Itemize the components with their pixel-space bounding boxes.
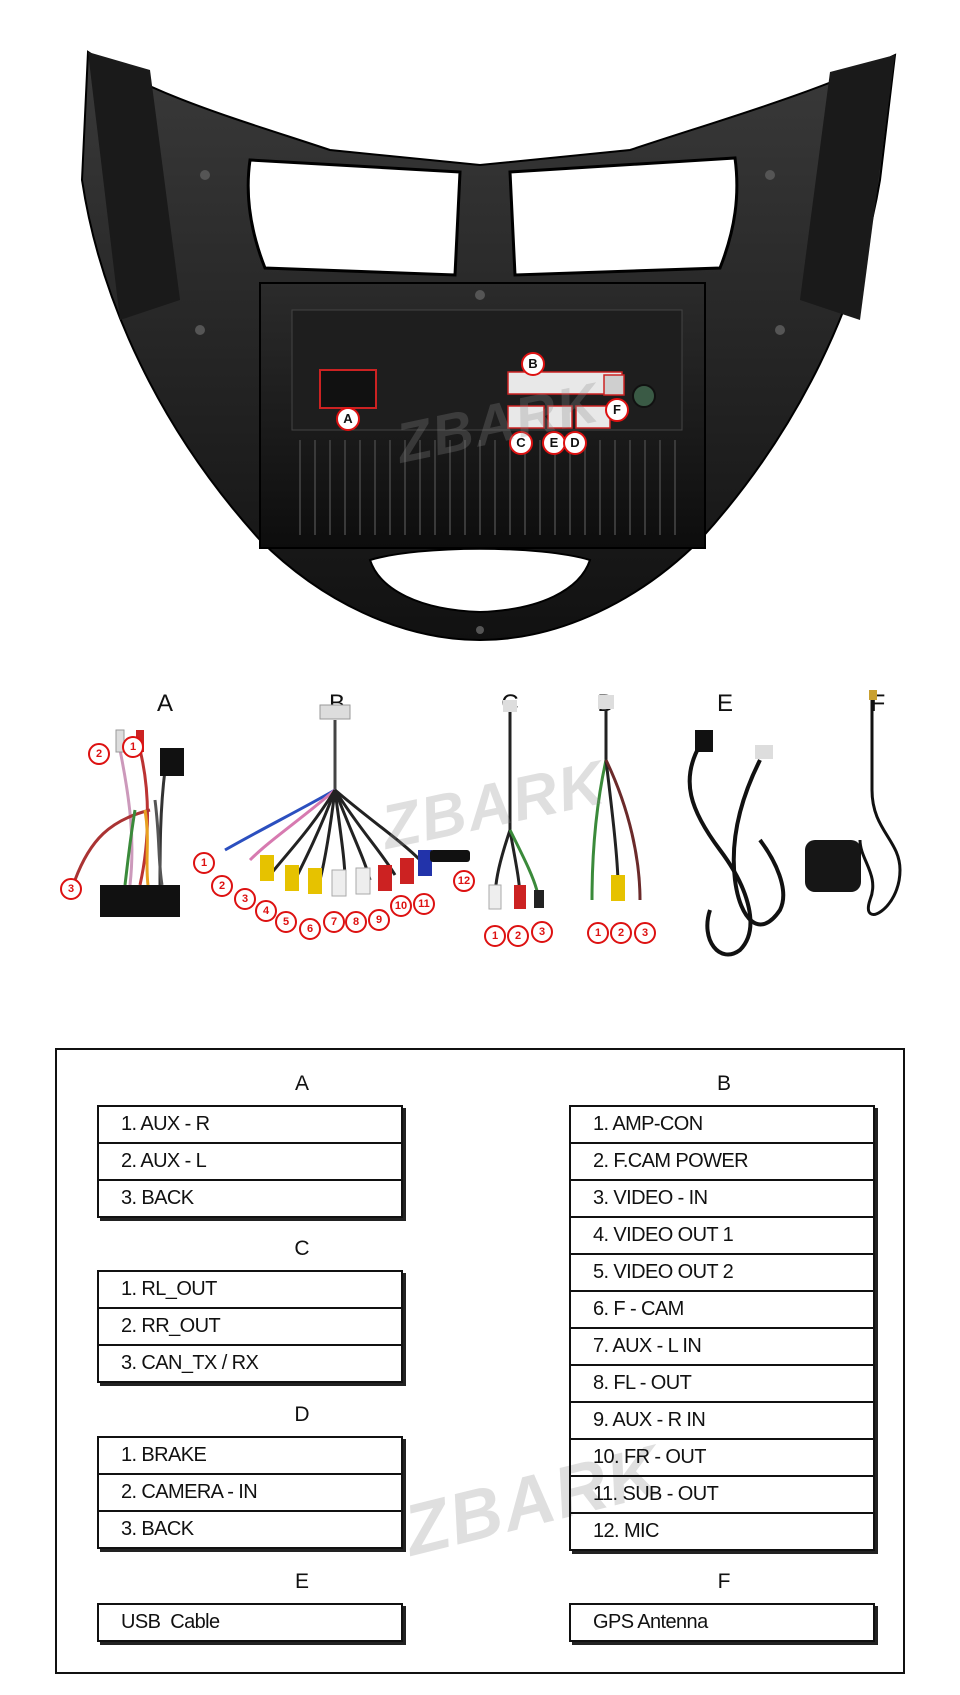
legend-title-e: E — [294, 1570, 309, 1593]
legend-table-b: 1. AMP-CON 2. F.CAM POWER 3. VIDEO - IN … — [569, 1105, 875, 1551]
photo-tag-a: A — [336, 407, 360, 431]
stereo-rear-photo: A B C E D F ZBARK — [0, 0, 960, 660]
legend-b-item-8: 8. FL - OUT — [571, 1364, 873, 1401]
legend-a-item-1: 1. AUX - R — [99, 1105, 401, 1142]
cable-b-num-5: 5 — [275, 911, 297, 933]
cable-a-num-1: 1 — [122, 736, 144, 758]
legend-title-a: A — [294, 1072, 309, 1095]
legend-d-item-2: 2. CAMERA - IN — [99, 1473, 401, 1510]
cable-letter-e: E — [716, 690, 733, 717]
legend-b-item-3: 3. VIDEO - IN — [571, 1179, 873, 1216]
cable-b-num-6: 6 — [299, 918, 321, 940]
legend-title-c: C — [294, 1237, 310, 1260]
cable-b-num-9: 9 — [368, 909, 390, 931]
cable-a-num-3: 3 — [60, 878, 82, 900]
cable-d-num-2: 2 — [610, 922, 632, 944]
cable-a-num-2: 2 — [88, 743, 110, 765]
legend-title-f: F — [717, 1570, 731, 1593]
cable-b-num-1: 1 — [193, 852, 215, 874]
legend-table-f: GPS Antenna — [569, 1603, 875, 1642]
cables-illustration — [73, 690, 902, 957]
cable-c-num-1: 1 — [484, 925, 506, 947]
legend-c-item-3: 3. CAN_TX / RX — [99, 1344, 401, 1381]
photo-tag-f: F — [605, 398, 629, 422]
legend-b-item-12: 12. MIC — [571, 1512, 873, 1549]
legend-box: ZBARK A 1. AUX - R 2. AUX - L 3. BACK C … — [55, 1048, 905, 1674]
cable-letter-a: A — [156, 690, 173, 717]
legend-b-item-9: 9. AUX - R IN — [571, 1401, 873, 1438]
legend-b-item-5: 5. VIDEO OUT 2 — [571, 1253, 873, 1290]
legend-title-b: B — [716, 1072, 731, 1095]
photo-tag-d: D — [563, 431, 587, 455]
legend-a-item-2: 2. AUX - L — [99, 1142, 401, 1179]
cable-b-num-4: 4 — [255, 900, 277, 922]
cable-b-num-12: 12 — [453, 870, 475, 892]
legend-f-item-1: GPS Antenna — [571, 1603, 873, 1640]
legend-table-d: 1. BRAKE 2. CAMERA - IN 3. BACK — [97, 1436, 403, 1549]
cable-d-num-3: 3 — [634, 922, 656, 944]
cable-b-num-11: 11 — [413, 893, 435, 915]
legend-b-item-6: 6. F - CAM — [571, 1290, 873, 1327]
cable-b-num-7: 7 — [323, 911, 345, 933]
legend-table-c: 1. RL_OUT 2. RR_OUT 3. CAN_TX / RX — [97, 1270, 403, 1383]
photo-tag-b: B — [521, 352, 545, 376]
legend-b-item-4: 4. VIDEO OUT 1 — [571, 1216, 873, 1253]
legend-b-item-2: 2. F.CAM POWER — [571, 1142, 873, 1179]
cable-b-num-8: 8 — [345, 911, 367, 933]
legend-e-item-1: USB Cable — [99, 1603, 401, 1640]
stereo-frame-illustration — [80, 50, 897, 642]
legend-table-a: 1. AUX - R 2. AUX - L 3. BACK — [97, 1105, 403, 1218]
cable-b-num-10: 10 — [390, 895, 412, 917]
legend-title-d: D — [294, 1403, 310, 1426]
legend-table-e: USB Cable — [97, 1603, 403, 1642]
legend-d-item-3: 3. BACK — [99, 1510, 401, 1547]
legend-b-item-10: 10. FR - OUT — [571, 1438, 873, 1475]
cable-panel: A B C D E F — [0, 690, 960, 1035]
legend-d-item-1: 1. BRAKE — [99, 1436, 401, 1473]
cable-b-num-3: 3 — [234, 888, 256, 910]
legend-c-item-1: 1. RL_OUT — [99, 1270, 401, 1307]
legend-b-item-7: 7. AUX - L IN — [571, 1327, 873, 1364]
legend-a-item-3: 3. BACK — [99, 1179, 401, 1216]
cable-d-num-1: 1 — [587, 922, 609, 944]
cable-c-num-2: 2 — [507, 925, 529, 947]
cable-b-num-2: 2 — [211, 875, 233, 897]
legend-b-item-1: 1. AMP-CON — [571, 1105, 873, 1142]
photo-tag-c: C — [509, 431, 533, 455]
legend-b-item-11: 11. SUB - OUT — [571, 1475, 873, 1512]
photo-tag-e: E — [542, 431, 566, 455]
legend-c-item-2: 2. RR_OUT — [99, 1307, 401, 1344]
cable-c-num-3: 3 — [531, 921, 553, 943]
